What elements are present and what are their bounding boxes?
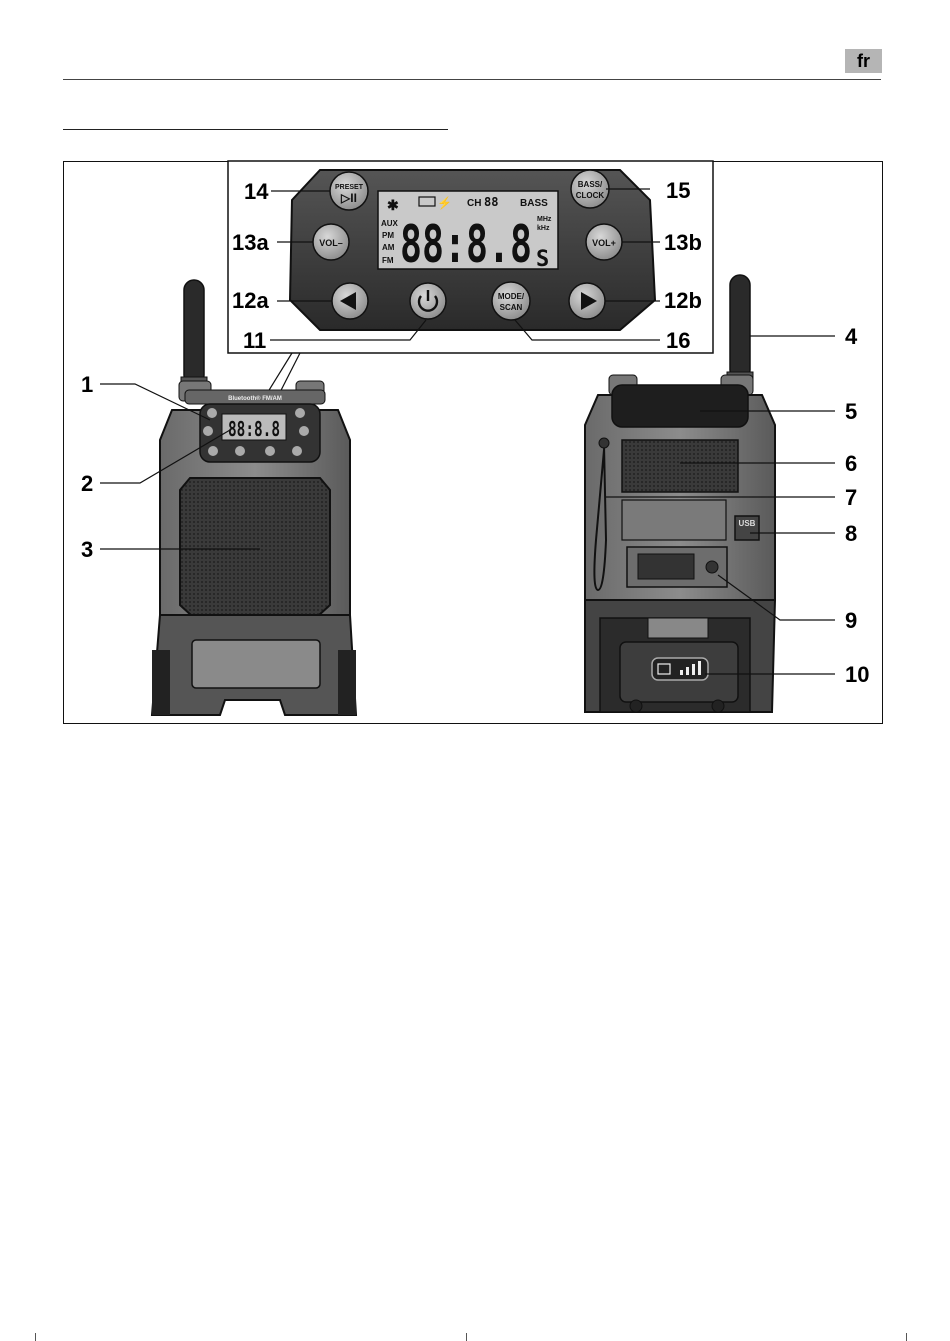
volume-up-button[interactable]: VOL+ — [586, 224, 622, 260]
radio-top-label: Bluetooth® FM/AM — [228, 395, 282, 402]
preset-label: PRESET — [335, 184, 364, 191]
control-panel-zoom: ✱ ⚡ CH 88 BASS AUX PM AM FM 88:8.8 MHz k… — [228, 161, 713, 353]
next-button[interactable] — [569, 283, 605, 319]
callout-4: 4 — [845, 324, 858, 349]
crop-mark-right — [906, 1333, 907, 1341]
bluetooth-icon: ✱ — [387, 197, 399, 213]
crop-mark-left — [35, 1333, 36, 1341]
callout-13a: 13a — [232, 230, 269, 255]
callout-12a: 12a — [232, 288, 269, 313]
lcd-mhz-label: MHz — [537, 216, 552, 223]
callout-8: 8 — [845, 521, 857, 546]
charging-icon: ⚡ — [437, 196, 452, 210]
power-button[interactable] — [410, 283, 446, 319]
compartment-screw — [706, 561, 718, 573]
front-lcd-digits: 88:8.8 — [228, 417, 280, 441]
vol-minus-label: VOL– — [319, 238, 343, 248]
lcd-seconds: S — [536, 247, 549, 272]
clock-label: CLOCK — [576, 191, 605, 200]
callout-16: 16 — [666, 328, 690, 353]
previous-button[interactable] — [332, 283, 368, 319]
bass-clock-button[interactable]: BASS/ CLOCK — [571, 170, 609, 208]
callout-12b: 12b — [664, 288, 702, 313]
lcd-fm-label: FM — [382, 256, 394, 265]
lcd-am-label: AM — [382, 243, 395, 252]
front-speaker-grille — [180, 478, 330, 616]
callout-15: 15 — [666, 178, 690, 203]
callout-11: 11 — [243, 328, 266, 353]
crop-mark-center — [466, 1333, 467, 1341]
play-pause-label: ▷II — [340, 191, 357, 205]
lcd-pm-label: PM — [382, 231, 394, 240]
callout-3: 3 — [81, 537, 93, 562]
lcd-ch-digits: 88 — [484, 195, 498, 209]
mode-label: MODE/ — [498, 292, 525, 301]
callout-1: 1 — [81, 372, 93, 397]
callout-7: 7 — [845, 485, 857, 510]
scan-label: SCAN — [500, 303, 523, 312]
callout-9: 9 — [845, 608, 857, 633]
bass-label: BASS/ — [578, 180, 603, 189]
lcd-aux-label: AUX — [381, 219, 399, 228]
preset-play-button[interactable]: PRESET ▷II — [330, 172, 368, 210]
lcd-digits: 88:8.8 — [400, 215, 532, 275]
callout-5: 5 — [845, 399, 857, 424]
front-label-plate — [192, 640, 320, 688]
callout-13b: 13b — [664, 230, 702, 255]
antenna-back — [730, 275, 750, 380]
callout-10: 10 — [845, 662, 869, 687]
lcd-bass-label: BASS — [520, 198, 548, 209]
antenna-front — [184, 280, 204, 385]
lcd-khz-label: kHz — [537, 225, 550, 232]
carry-handle — [612, 385, 748, 427]
lcd-ch-label: CH — [467, 198, 481, 209]
callout-2: 2 — [81, 471, 93, 496]
usb-label: USB — [739, 519, 756, 528]
callout-6: 6 — [845, 451, 857, 476]
vol-plus-label: VOL+ — [592, 238, 616, 248]
volume-down-button[interactable]: VOL– — [313, 224, 349, 260]
rear-speaker-grille — [622, 440, 738, 492]
mode-scan-button[interactable]: MODE/ SCAN — [492, 282, 530, 320]
callout-14: 14 — [244, 179, 269, 204]
